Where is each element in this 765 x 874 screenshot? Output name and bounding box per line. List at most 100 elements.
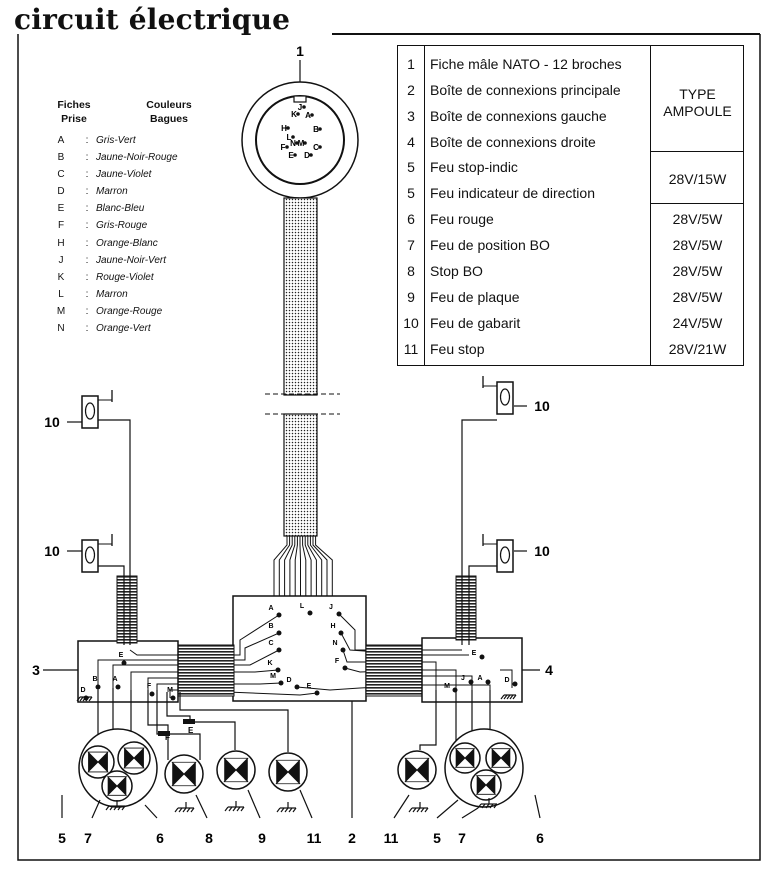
lamp-icon	[164, 754, 204, 794]
bottom-lamps	[78, 728, 524, 813]
legend-color: Marron	[96, 186, 128, 198]
plug-pin-dot	[293, 153, 297, 157]
legend-row: D:Marron	[44, 183, 234, 200]
main-pin-dot	[307, 610, 313, 616]
plug-pin-dot	[286, 126, 290, 130]
legend-color: Gris-Rouge	[96, 220, 148, 232]
legend-row: M:Orange-Rouge	[44, 303, 234, 320]
plug-pin-label: J	[298, 103, 302, 112]
legend-letter: B	[57, 152, 65, 164]
lamp-icon	[449, 742, 481, 774]
table-row-rating: 24V/5W	[672, 315, 723, 331]
main-pin-label: B	[268, 623, 273, 630]
main-pin-label: L	[300, 603, 305, 610]
legend-color: Blanc-Bleu	[96, 203, 145, 215]
ground-icon	[224, 801, 245, 812]
table-type-header: TYPE AMPOULE	[650, 86, 745, 120]
main-pin-label: H	[330, 623, 335, 630]
legend-col-couleurs: Couleurs Bagues	[104, 98, 234, 126]
legend-color: Orange-Rouge	[96, 305, 163, 317]
side-box-wire	[147, 677, 178, 690]
legend-color: Jaune-Violet	[96, 169, 152, 181]
callout-bottom-6l: 6	[156, 830, 164, 846]
plug-pin-label: C	[313, 143, 319, 152]
legend-col1-line2: Prise	[61, 113, 87, 125]
plug-pin-label: A	[305, 111, 311, 120]
gabarit-lamp	[482, 534, 514, 573]
wire-label-f: F	[165, 733, 170, 742]
legend-color: Orange-Blanc	[96, 237, 158, 249]
lamp-icon	[485, 742, 517, 774]
plug-pin-dot	[302, 105, 306, 109]
fanout-wire	[312, 536, 328, 612]
table-row-number: 10	[403, 315, 419, 331]
bulb-icon	[499, 546, 511, 564]
lamp-icon	[216, 750, 256, 790]
legend-color: Rouge-Violet	[96, 271, 154, 283]
table-row-label: Feu de position BO	[430, 237, 550, 253]
gabarit-lamps	[81, 376, 514, 573]
legend-row: N:Orange-Vert	[44, 320, 234, 337]
table-row-label: Feu de gabarit	[430, 315, 521, 331]
plug-key	[293, 95, 307, 103]
right-pin-label: D	[504, 677, 509, 684]
callout-gabarit-mr: 10	[534, 543, 550, 559]
callout-bottom-5r: 5	[433, 830, 441, 846]
table-row-label: Feu rouge	[430, 211, 494, 227]
page-frame	[17, 34, 761, 861]
plug-pin-dot	[309, 153, 313, 157]
gabarit-lamp	[482, 376, 514, 415]
table-row-label: Feu indicateur de direction	[430, 185, 595, 201]
legend-row: A:Gris-Vert	[44, 132, 234, 149]
legend-sep: :	[85, 135, 89, 146]
wire-splice-e	[183, 719, 195, 724]
ground-icon	[477, 798, 498, 809]
side-box-wire	[129, 649, 178, 656]
wire-gabarit-mr	[468, 565, 497, 645]
lamp-icon	[117, 741, 151, 775]
legend-letter: C	[57, 169, 65, 181]
legend-color: Jaune-Noir-Vert	[96, 254, 167, 266]
legend-color: Jaune-Noir-Rouge	[96, 152, 178, 164]
legend-letter: N	[57, 323, 65, 335]
legend-row: B:Jaune-Noir-Rouge	[44, 149, 234, 166]
callout-bottom-11l: 11	[307, 830, 322, 846]
plug-pin-label: N	[290, 139, 296, 148]
table-row-label: Feu stop	[430, 341, 485, 357]
gabarit-lamp	[81, 534, 113, 573]
table-row-number: 1	[407, 56, 415, 72]
fanout-wire	[284, 536, 293, 612]
plug-pin-label: E	[288, 151, 294, 160]
main-pin-label: K	[267, 660, 272, 667]
callout-box-left: 3	[32, 662, 40, 678]
legend-row: J:Jaune-Noir-Vert	[44, 252, 234, 269]
plug-pin-dot	[303, 141, 307, 145]
table-row-number: 3	[407, 108, 415, 124]
legend-sep: :	[85, 203, 89, 215]
wire-label-e: E	[188, 726, 194, 735]
side-box-wire	[422, 669, 457, 690]
lamp-icon	[101, 770, 133, 802]
page-title: circuit électrique	[14, 3, 291, 36]
fanout-wire	[307, 536, 317, 612]
right-pin-dot	[452, 687, 458, 693]
legend-sep: :	[85, 323, 89, 335]
left-pin-dot	[149, 691, 155, 697]
table-row-number: 2	[407, 82, 415, 98]
legend-letter: J	[58, 254, 64, 266]
legend-letter: A	[57, 135, 65, 146]
table-row-label: Boîte de connexions gauche	[430, 108, 607, 124]
fanout-wire	[315, 536, 333, 612]
side-box-wire	[422, 684, 491, 690]
fanout-wire	[302, 536, 307, 612]
table-row-rating: 28V/5W	[672, 289, 723, 305]
callout-box-right: 4	[545, 662, 553, 678]
main-pin-label: F	[335, 658, 340, 665]
left-pin-label: B	[92, 676, 97, 683]
table-row-number: 6	[407, 211, 415, 227]
legend-row: F:Gris-Rouge	[44, 217, 234, 234]
plug-pin-label: M	[298, 139, 305, 148]
lamp-icon	[470, 769, 502, 801]
